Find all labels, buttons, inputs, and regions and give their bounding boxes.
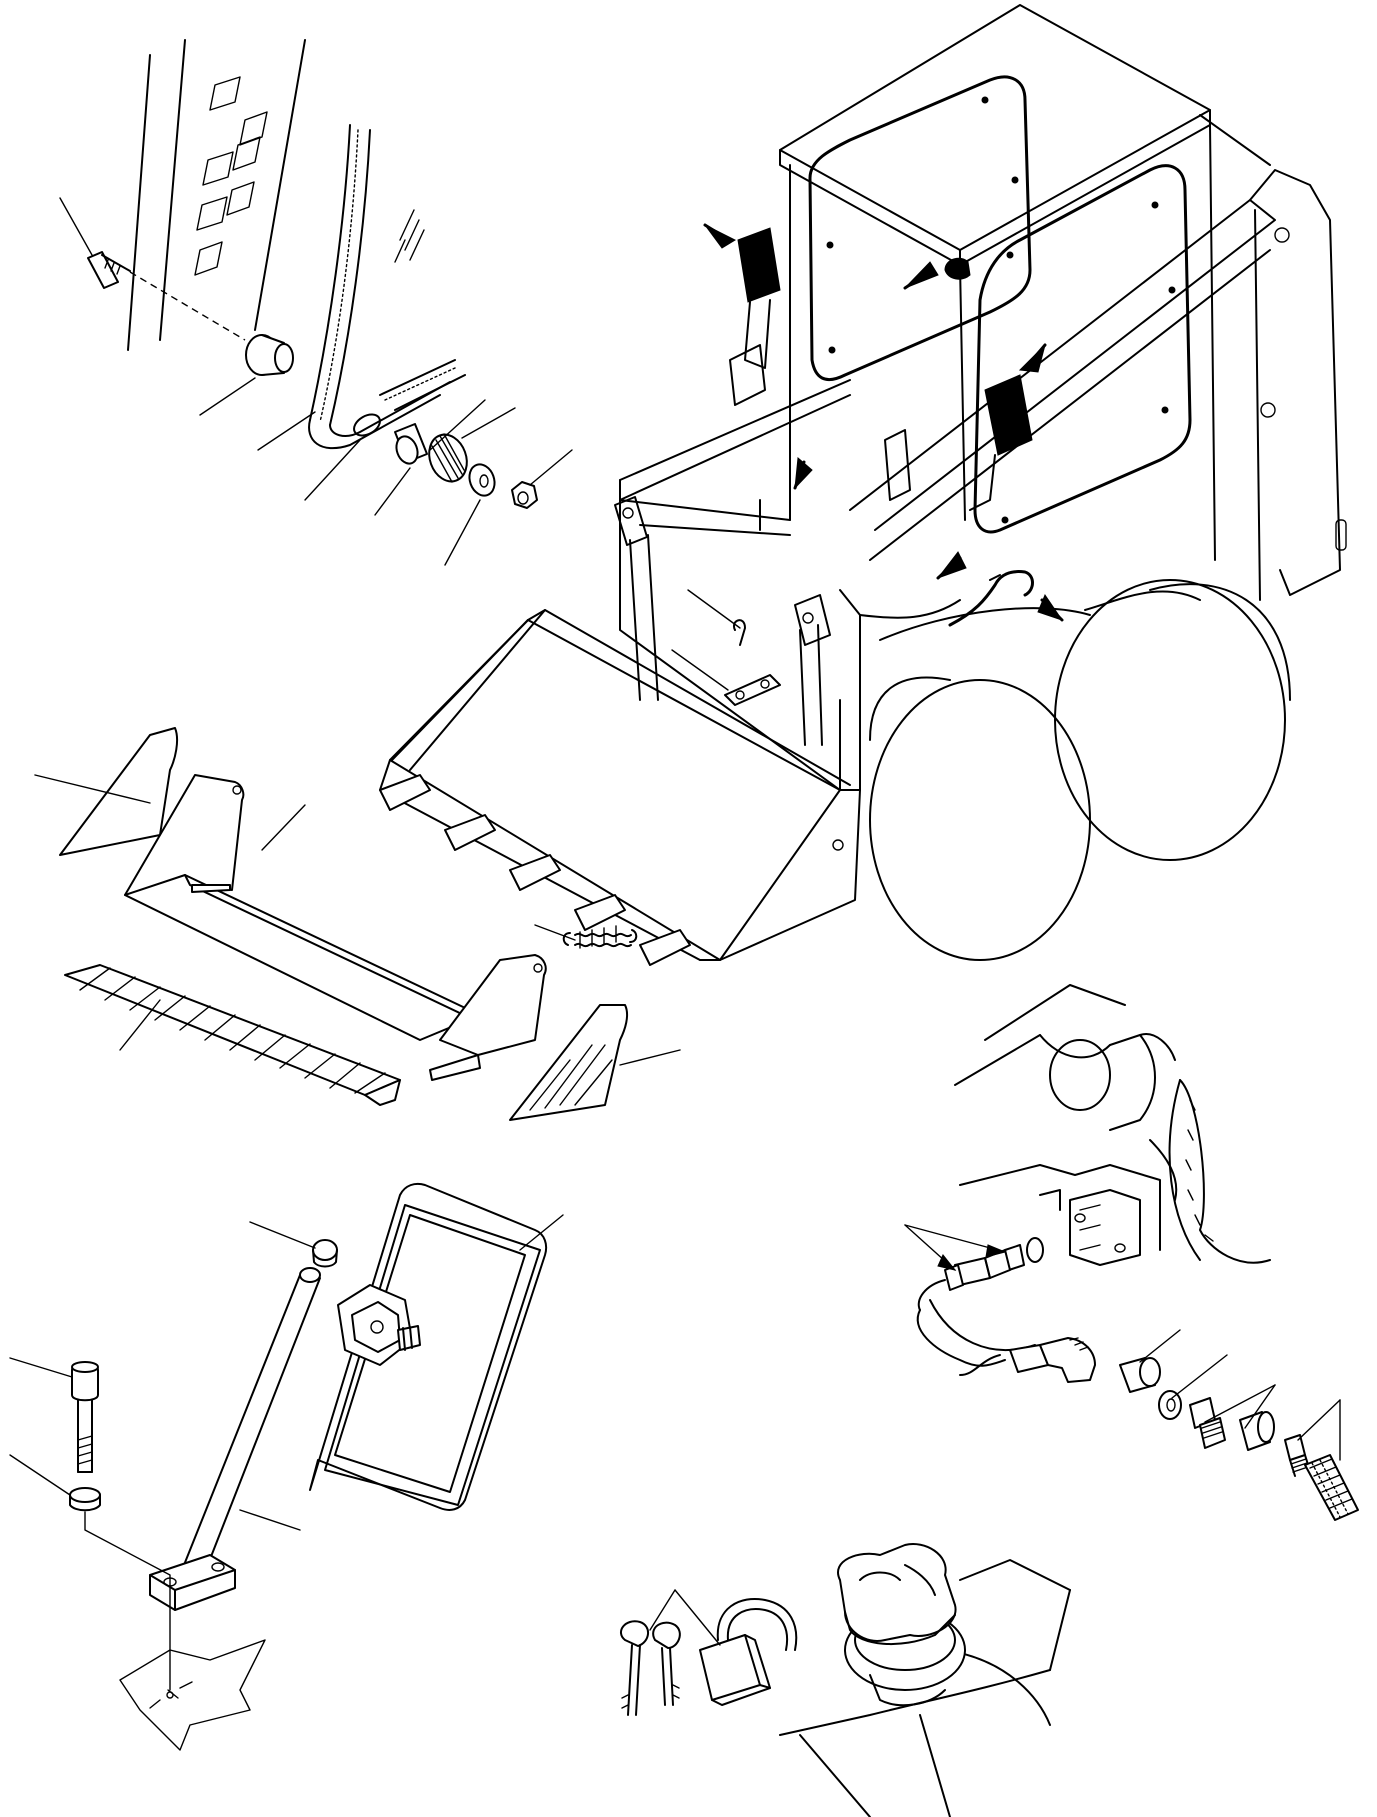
keys (620, 1620, 681, 1716)
ring-clip (353, 413, 381, 437)
o-ring (1026, 1237, 1044, 1263)
cap-screw (71, 1361, 99, 1473)
rear-window (808, 75, 1032, 381)
plug (1284, 1434, 1311, 1477)
fuel-cap-lock (620, 1543, 1071, 1817)
grab-handle (729, 344, 911, 501)
side-plate-right (509, 1004, 629, 1121)
sensor-fitting-assembly (904, 984, 1359, 1521)
cab-roof (779, 4, 1211, 266)
leader-lines-lock (649, 1589, 721, 1646)
hazard-stripe-panel (64, 964, 401, 1106)
knob-top (944, 257, 971, 280)
spacer (394, 423, 428, 465)
engine-block (954, 984, 1271, 1266)
seat-pad-right (969, 374, 1033, 511)
screw (87, 251, 246, 341)
seal-washer (1158, 1390, 1182, 1420)
flat-washer (468, 463, 496, 497)
callout-arrows (703, 223, 1064, 622)
spring-washer (428, 433, 468, 483)
wiring-harness (948, 570, 1034, 627)
door-window (973, 164, 1192, 534)
filter-screen (1304, 1454, 1359, 1521)
door-seal (308, 124, 466, 450)
bucket-attachments (34, 727, 681, 1121)
coupling (1119, 1357, 1161, 1393)
side-plate-left (59, 727, 179, 856)
leader-lines-bucket-parts (34, 774, 681, 1066)
cutting-edge-bar (124, 874, 486, 1041)
spring (562, 925, 638, 949)
padlock (699, 1598, 798, 1706)
fuel-cap (837, 1543, 966, 1707)
wheels (869, 579, 1291, 961)
bucket (379, 609, 861, 966)
adapter (1189, 1397, 1275, 1451)
leader-lines-mirror (9, 1214, 564, 1531)
mirror-arm (181, 1267, 321, 1573)
leader-lines-hinge (59, 197, 573, 566)
elbow-fitting (959, 1337, 1096, 1383)
leader-lines-sensor (904, 1224, 1341, 1461)
lift-arms (619, 169, 1347, 601)
skid-steer-loader (379, 4, 1347, 966)
front-body (614, 479, 961, 791)
mirror-assembly (9, 1182, 564, 1751)
cab-panel (127, 39, 425, 351)
plate (671, 589, 781, 706)
cap (312, 1239, 338, 1268)
cab-frame (759, 114, 1271, 561)
door-hinge-assembly (59, 39, 573, 566)
side-bracket-right (429, 954, 547, 1081)
mounting-surface (119, 1639, 266, 1751)
bushing (245, 334, 294, 376)
nut (511, 481, 538, 509)
seat-pad-left (737, 227, 781, 369)
sensor (916, 1244, 1036, 1367)
mirror-bracket (337, 1284, 421, 1366)
base-plate (149, 1554, 236, 1611)
